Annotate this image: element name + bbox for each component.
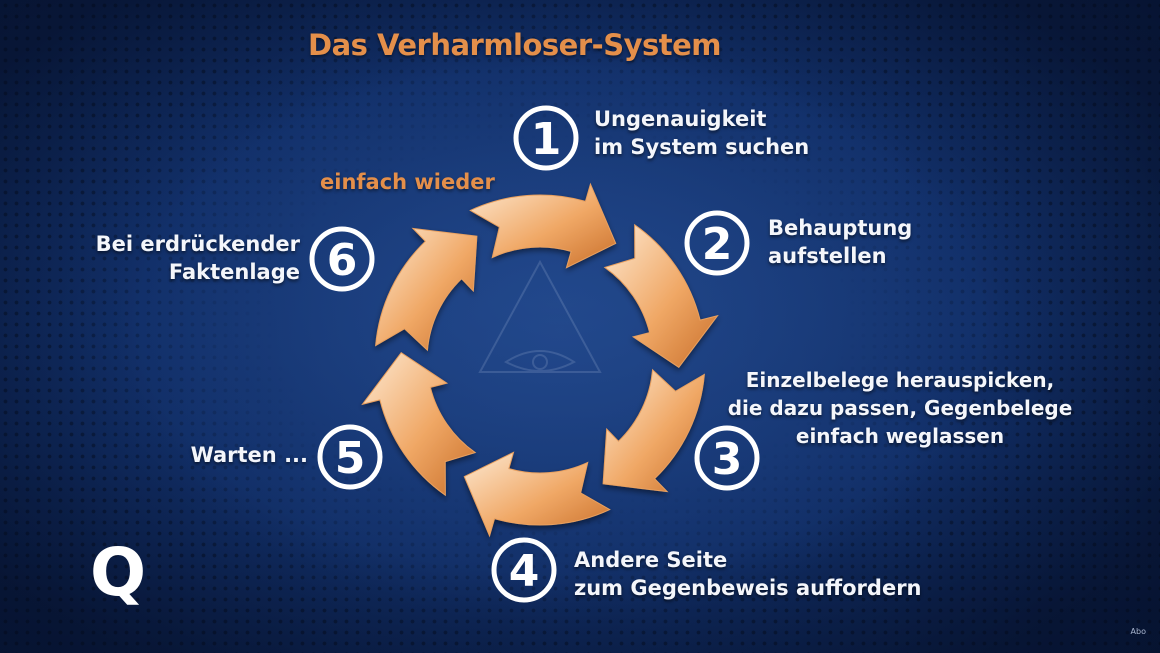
step-2-line-1: Behauptung bbox=[768, 216, 913, 240]
brand-logo: Q bbox=[90, 534, 147, 611]
step-label-5: Warten ... bbox=[191, 441, 308, 469]
step-label-3: Einzelbelege herauspicken, die dazu pass… bbox=[712, 366, 1088, 450]
step-5-line-1: Warten ... bbox=[190, 443, 308, 467]
step-1-line-1: Ungenauigkeit bbox=[594, 107, 767, 131]
diagram-title: Das Verharmloser-System bbox=[308, 28, 722, 62]
step-number-2: 2 bbox=[702, 219, 733, 270]
step-badge-2: 2 bbox=[684, 210, 750, 276]
step-6-line-2: Faktenlage bbox=[168, 260, 300, 284]
step-badge-5: 5 bbox=[317, 424, 383, 490]
step-label-6: Bei erdrückender Faktenlage bbox=[96, 230, 300, 286]
cycle-arrow-segment bbox=[603, 223, 719, 368]
step-number-5: 5 bbox=[335, 433, 366, 484]
eye-triangle-icon bbox=[478, 259, 602, 373]
corner-text: Abo bbox=[1130, 627, 1146, 636]
cycle-arrow-segment bbox=[361, 352, 477, 497]
step-badge-1: 1 bbox=[513, 105, 579, 171]
step-3-line-3: einfach weglassen bbox=[795, 424, 1005, 448]
step-6-line-1: Bei erdrückender bbox=[95, 232, 300, 256]
step-label-4: Andere Seite zum Gegenbeweis auffordern bbox=[574, 546, 922, 602]
step-badge-3: 3 bbox=[694, 425, 760, 491]
step-4-line-2: zum Gegenbeweis auffordern bbox=[574, 576, 922, 600]
step-2-line-2: aufstellen bbox=[768, 244, 887, 268]
cycle-arrow-segment bbox=[602, 368, 705, 493]
step-badge-6: 6 bbox=[309, 226, 375, 292]
step-number-3: 3 bbox=[712, 434, 743, 485]
step-3-line-2: die dazu passen, Gegenbelege bbox=[727, 396, 1073, 420]
cycle-arrow-segment bbox=[375, 227, 478, 352]
step-label-2: Behauptung aufstellen bbox=[768, 214, 912, 270]
cycle-arrow-segment bbox=[463, 451, 611, 538]
cycle-ring bbox=[361, 182, 719, 538]
step-4-line-1: Andere Seite bbox=[574, 548, 728, 572]
cycle-arrow-segment bbox=[469, 182, 617, 269]
loop-label: einfach wieder bbox=[320, 170, 495, 194]
step-badge-4: 4 bbox=[491, 537, 557, 603]
step-number-4: 4 bbox=[509, 546, 540, 597]
step-label-1: Ungenauigkeit im System suchen bbox=[594, 105, 809, 161]
step-3-line-1: Einzelbelege herauspicken, bbox=[745, 368, 1055, 392]
step-number-1: 1 bbox=[531, 114, 562, 165]
step-1-line-2: im System suchen bbox=[594, 135, 810, 159]
step-number-6: 6 bbox=[327, 235, 358, 286]
